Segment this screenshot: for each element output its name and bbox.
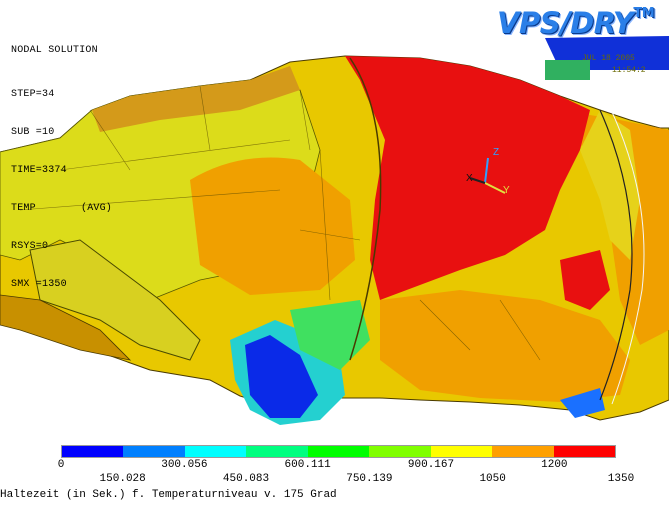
cylinder-yellow-band: [580, 110, 640, 260]
legend-tick-upper: 300.056: [161, 459, 208, 471]
legend-tick-lower: 150.028: [99, 473, 146, 485]
axis-x-label: X: [466, 173, 473, 184]
plot-caption: Haltezeit (in Sek.) f. Temperaturniveau …: [0, 489, 337, 501]
step-readout: STEP=34: [11, 88, 55, 100]
legend-tick-upper: 0: [57, 459, 65, 471]
legend-tick-lower: 750.139: [346, 473, 393, 485]
bracket-left-lower: [0, 294, 132, 361]
bracket-left: [29, 239, 201, 361]
solution-title: NODAL SOLUTION: [11, 45, 98, 57]
cylinder-left-edge: [349, 57, 382, 361]
orange-patch-top-left: [92, 66, 300, 132]
vps-dry-logo: VPS/DRYTM: [497, 6, 655, 40]
legend-tick-upper: 1200: [541, 459, 568, 471]
legend-tick-upper: 900.167: [407, 459, 455, 471]
cylinder-right-edge: [599, 109, 633, 401]
time-readout: TIME=3374: [11, 164, 67, 176]
nodal-solution-info: NODAL SOLUTION STEP=34 SUB =10 TIME=3374…: [11, 20, 112, 317]
cold-region-bottom-blue: [560, 388, 605, 418]
brand-trademark: TM: [633, 6, 655, 21]
axis-triad: [469, 157, 506, 194]
date-stamp: JUL 18 2005: [582, 54, 635, 63]
smx-readout: SMX =1350: [11, 278, 67, 290]
cold-region-green: [290, 300, 370, 370]
axis-z-label: Z: [493, 147, 500, 158]
red-patch-lower: [560, 250, 610, 310]
axis-y-label: Y: [503, 185, 510, 196]
contour-legend-bar: [61, 445, 616, 458]
legend-tick-upper: 600.111: [284, 459, 331, 471]
legend-swatch: [492, 446, 554, 457]
red-hot-zone: [345, 56, 590, 300]
substep-readout: SUB =10: [11, 126, 55, 138]
cold-region-blue: [245, 335, 318, 418]
temp-readout: TEMP (AVG): [11, 202, 112, 216]
legend-swatch: [246, 446, 308, 457]
cylinder-right-edge-2: [611, 111, 645, 405]
mesh-lines: [19, 85, 541, 361]
orange-patch-center: [190, 157, 355, 295]
legend-swatch: [307, 446, 370, 457]
legend-tick-lower: 1050: [479, 473, 506, 485]
top-right-green-block: [545, 60, 590, 80]
fe-model-mesh: [0, 36, 669, 425]
legend-swatch: [184, 446, 247, 457]
avg-label: (AVG): [81, 202, 113, 214]
legend-tick-lower: 1350: [607, 473, 635, 485]
orange-patch-lower: [380, 290, 630, 402]
brand-text: VPS/DRY: [497, 6, 634, 40]
legend-tick-lower: 450.083: [222, 473, 270, 485]
temp-label: TEMP: [11, 202, 36, 214]
legend-swatch: [553, 446, 615, 457]
rsys-readout: RSYS=0: [11, 240, 49, 252]
legend-swatch: [430, 446, 493, 457]
legend-swatch: [62, 446, 124, 457]
legend-swatch: [123, 446, 185, 457]
legend-swatch: [369, 446, 431, 457]
time-stamp: 11:54:2: [612, 66, 646, 75]
